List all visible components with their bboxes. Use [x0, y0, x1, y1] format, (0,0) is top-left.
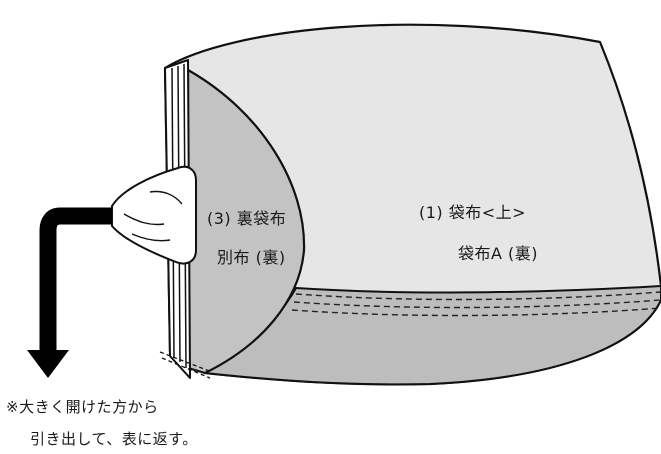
inner-bag-side-label: 別布 (裏) [217, 248, 286, 267]
stitch-line-1 [295, 291, 661, 301]
instruction-note-line-1: ※大きく開けた方から [6, 398, 159, 416]
outer-bag-label: (1) 袋布<上> [419, 203, 527, 222]
pulled-fabric-fold-3 [149, 190, 183, 205]
pull-arrow-shaft [39, 207, 112, 352]
opening-corner-stitches [159, 351, 213, 379]
outer-bag-side-label: 袋布A (裏) [458, 244, 539, 263]
pulled-fabric [111, 165, 197, 265]
instruction-note-line-2: 引き出して、表に返す。 [30, 430, 198, 448]
pulled-fabric-fold-2 [131, 233, 171, 242]
stitch-line-3 [291, 307, 661, 317]
pull-arrow-head [27, 350, 69, 378]
inner-bag-body [186, 68, 306, 375]
stitch-line-2 [293, 299, 661, 309]
inner-bag-label: (3) 裏袋布 [207, 209, 287, 228]
pulled-fabric-fold-1 [123, 213, 165, 226]
